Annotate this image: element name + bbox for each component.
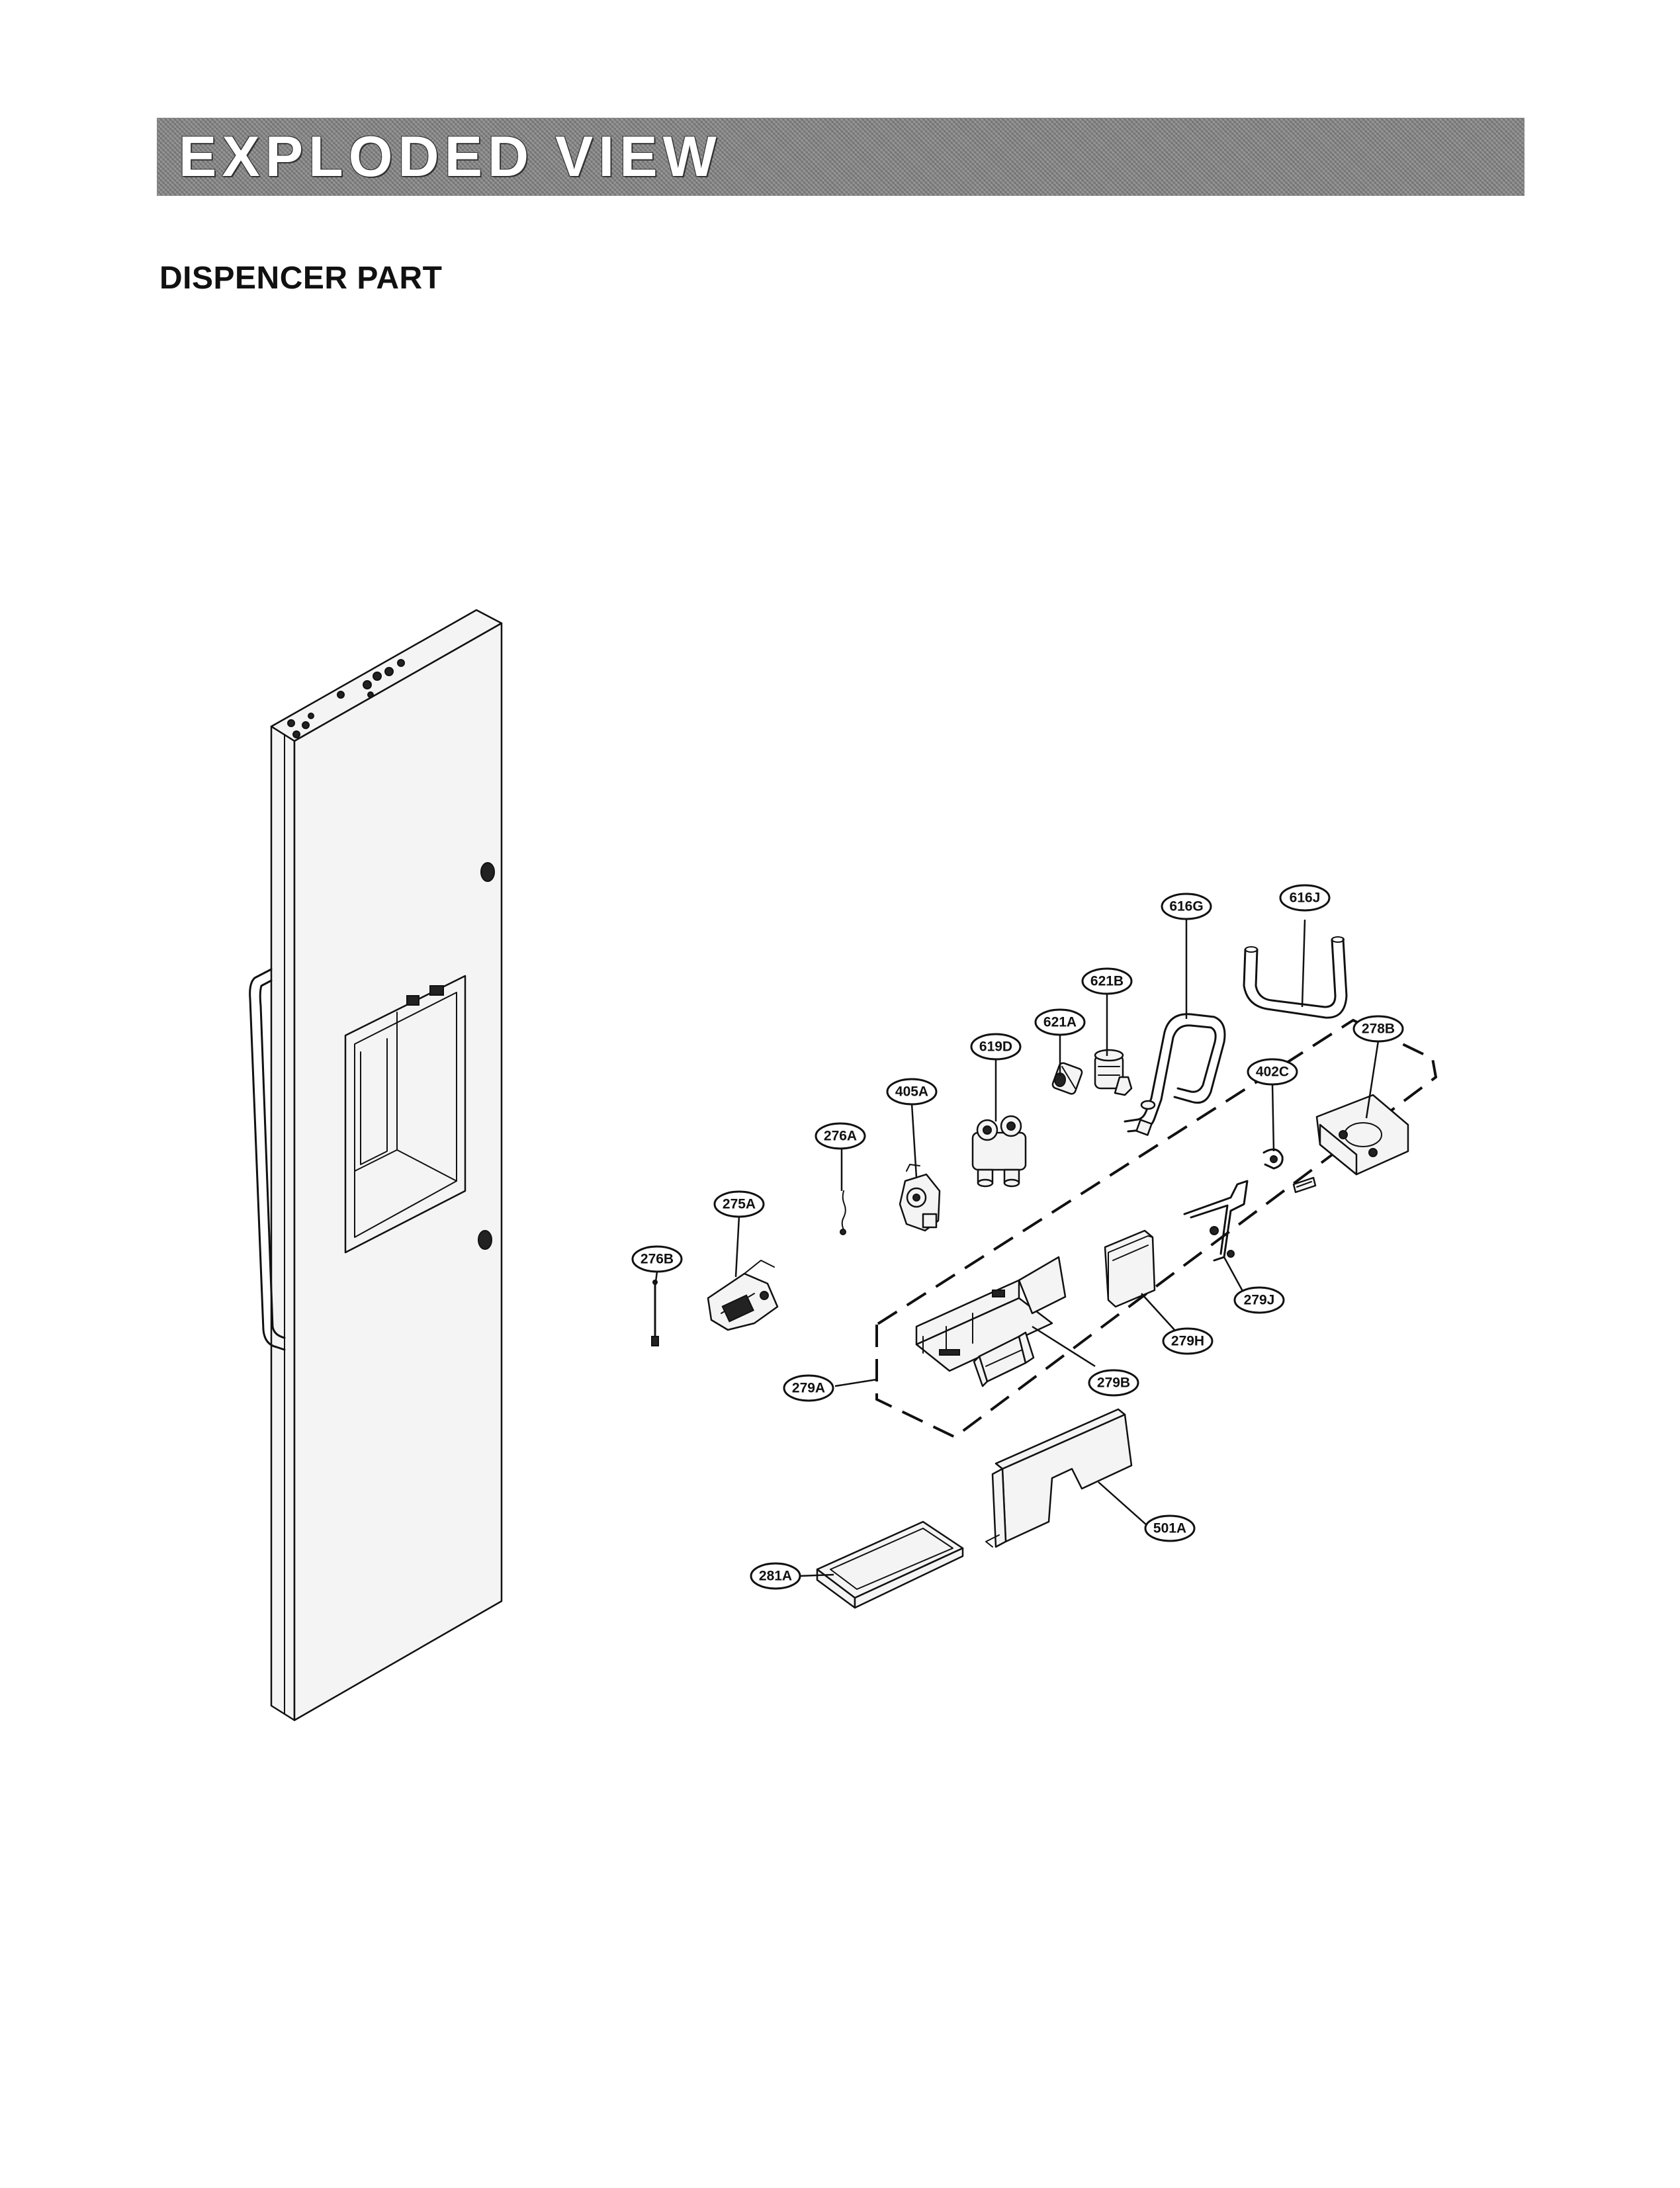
part-616J-tube [1243,936,1348,1019]
callout-279B: 279B [1088,1369,1139,1397]
part-402C-clip [1262,1148,1284,1170]
hinge-pin-top [480,862,495,882]
header-bar [157,118,1525,196]
svg-text:405A: 405A [895,1084,928,1100]
part-connector [1292,1176,1317,1194]
svg-text:616G: 616G [1169,899,1203,914]
callout-275A: 275A [713,1190,765,1218]
callout-279A: 279A [783,1374,834,1402]
svg-text:616J: 616J [1290,891,1321,906]
svg-text:621B: 621B [1090,974,1124,989]
callout-501A: 501A [1144,1514,1196,1542]
svg-text:278B: 278B [1362,1022,1395,1037]
part-616G-tube [1124,1013,1226,1136]
svg-text:279A: 279A [792,1381,825,1396]
svg-text:501A: 501A [1153,1521,1186,1536]
svg-text:276B: 276B [641,1252,674,1267]
svg-text:281A: 281A [759,1569,792,1584]
header-title: EXPLODED VIEW [179,125,722,189]
part-405A-motor [899,1164,941,1232]
callout-279H: 279H [1162,1327,1214,1355]
part-281A-tray [816,1520,964,1609]
callout-619D: 619D [970,1033,1022,1061]
assembly-boundary [875,1018,1438,1439]
callout-276B: 276B [631,1245,683,1273]
callout-405A: 405A [886,1078,938,1106]
svg-text:402C: 402C [1256,1065,1289,1080]
hinge-pin-bottom [478,1230,492,1250]
dispenser-recess [344,975,466,1254]
part-619D-water-valve [971,1115,1027,1188]
section-title: DISPENCER PART [159,261,443,296]
callout-402C: 402C [1247,1058,1298,1086]
svg-text:619D: 619D [979,1039,1012,1055]
door-assembly [249,609,503,1722]
part-621A-fitting [1051,1062,1083,1095]
callout-616J: 616J [1279,884,1331,912]
svg-text:279H: 279H [1171,1334,1204,1349]
callout-278B: 278B [1352,1015,1404,1043]
part-279H-cover [1104,1229,1156,1308]
part-276A-spring [840,1190,846,1235]
callout-621A: 621A [1034,1008,1086,1036]
door-top-holes [287,659,405,738]
callout-621B: 621B [1081,967,1133,995]
part-621B-elbow-fitting [1094,1049,1133,1096]
leader-lines [654,919,1380,1577]
part-279B-actuator [973,1331,1035,1387]
part-278B-housing [1315,1094,1409,1176]
door-handle [249,968,286,1351]
part-279A-bracket [915,1256,1067,1372]
svg-text:276A: 276A [824,1129,857,1144]
door-side-face [270,725,296,1722]
part-276B-pin [651,1280,659,1346]
svg-text:621A: 621A [1043,1015,1077,1030]
part-501A-panel [985,1408,1133,1548]
callout-276A: 276A [815,1122,866,1150]
callout-616G: 616G [1161,893,1212,920]
svg-text:275A: 275A [723,1197,756,1212]
callout-281A: 281A [750,1562,801,1590]
svg-text:279J: 279J [1244,1293,1275,1308]
part-279J-bracket [1183,1180,1249,1262]
callout-279J: 279J [1233,1286,1285,1314]
part-275A-lever [707,1260,779,1331]
svg-text:279B: 279B [1097,1376,1130,1391]
